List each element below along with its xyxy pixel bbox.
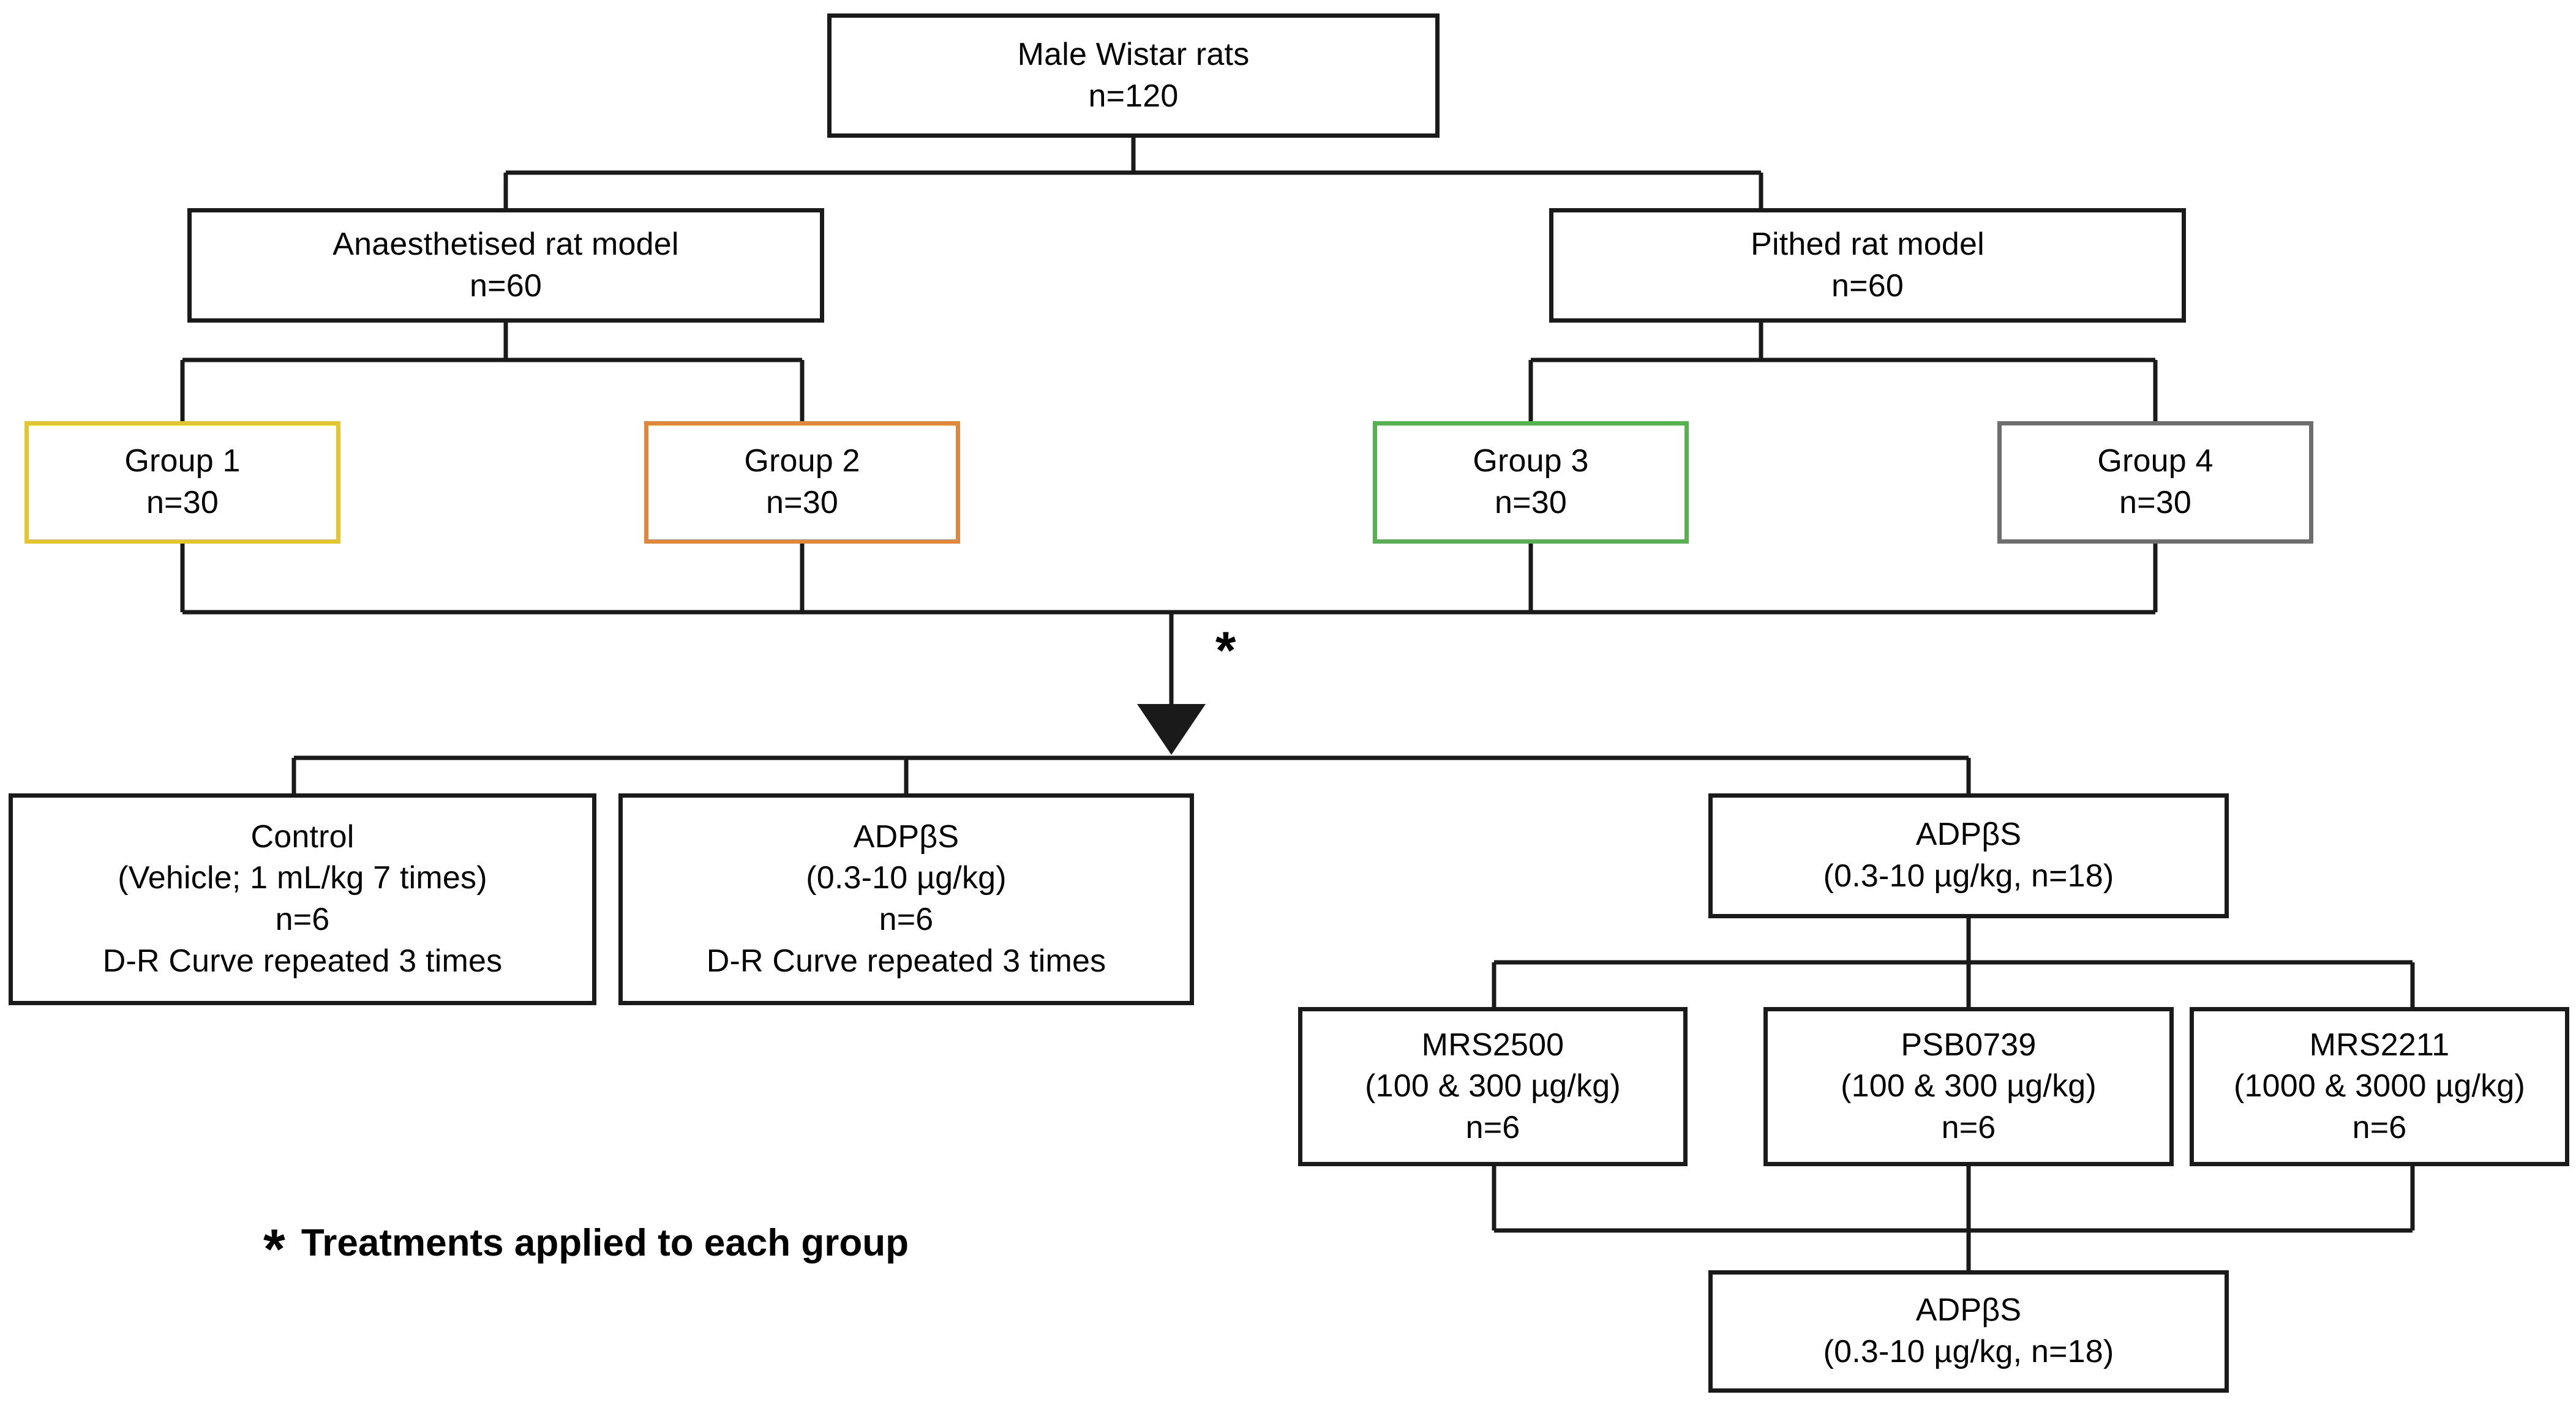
node-line: n=6 xyxy=(1465,1109,1520,1145)
node-line: ADPβS xyxy=(1915,1292,2022,1328)
node-line: n=60 xyxy=(470,268,542,304)
node-mrs2500[interactable]: MRS2500 (100 & 300 µg/kg) n=6 xyxy=(1298,1007,1688,1166)
node-group-1[interactable]: Group 1 n=30 xyxy=(24,421,340,544)
node-group-2[interactable]: Group 2 n=30 xyxy=(644,421,960,544)
node-control[interactable]: Control (Vehicle; 1 mL/kg 7 times) n=6 D… xyxy=(9,793,596,1005)
node-line: Group 3 xyxy=(1473,443,1589,479)
node-line: Group 4 xyxy=(2097,443,2214,479)
node-group-3[interactable]: Group 3 n=30 xyxy=(1373,421,1689,544)
node-line: n=6 xyxy=(275,902,330,937)
node-adpbs-anaesthetised[interactable]: ADPβS (0.3-10 µg/kg) n=6 D-R Curve repea… xyxy=(618,793,1194,1005)
node-line: n=6 xyxy=(879,902,934,937)
node-line: (100 & 300 µg/kg) xyxy=(1365,1068,1621,1104)
node-line: Group 2 xyxy=(744,443,860,479)
node-group-4[interactable]: Group 4 n=30 xyxy=(1997,421,2313,544)
node-line: n=30 xyxy=(766,485,838,520)
node-line: (Vehicle; 1 mL/kg 7 times) xyxy=(118,860,487,896)
node-line: Pithed rat model xyxy=(1751,226,1985,262)
node-line: n=30 xyxy=(146,485,219,520)
node-adpbs-pithed[interactable]: ADPβS (0.3-10 µg/kg, n=18) xyxy=(1708,793,2229,918)
node-male-wistar-rats[interactable]: Male Wistar rats n=120 xyxy=(827,13,1440,138)
node-psb0739[interactable]: PSB0739 (100 & 300 µg/kg) n=6 xyxy=(1763,1007,2174,1166)
node-line: (100 & 300 µg/kg) xyxy=(1841,1068,2097,1104)
node-line: n=6 xyxy=(1941,1109,1996,1145)
node-line: Group 1 xyxy=(124,443,241,479)
node-line: MRS2211 xyxy=(2309,1027,2450,1063)
node-line: n=6 xyxy=(2352,1109,2407,1145)
node-mrs2211[interactable]: MRS2211 (1000 & 3000 µg/kg) n=6 xyxy=(2190,1007,2569,1166)
node-line: (0.3-10 µg/kg) xyxy=(806,860,1007,896)
node-line: ADPβS xyxy=(853,818,959,855)
arrow-asterisk-marker: * xyxy=(1215,621,1236,680)
node-line: (0.3-10 µg/kg, n=18) xyxy=(1823,858,2114,894)
legend-treatments-note: * Treatments applied to each group xyxy=(263,1215,909,1278)
node-line: n=30 xyxy=(2119,485,2191,520)
legend-asterisk-icon: * xyxy=(263,1218,285,1281)
node-line: Anaesthetised rat model xyxy=(332,226,679,262)
node-adpbs-bottom[interactable]: ADPβS (0.3-10 µg/kg, n=18) xyxy=(1708,1270,2229,1393)
arrow-head-icon xyxy=(1137,704,1206,755)
node-anaesthetised-rat-model[interactable]: Anaesthetised rat model n=60 xyxy=(187,208,824,323)
node-line: Male Wistar rats xyxy=(1017,36,1250,72)
node-line: PSB0739 xyxy=(1901,1027,2037,1063)
legend-label: Treatments applied to each group xyxy=(301,1222,909,1264)
node-pithed-rat-model[interactable]: Pithed rat model n=60 xyxy=(1549,208,2186,323)
node-line: (1000 & 3000 µg/kg) xyxy=(2233,1068,2526,1104)
node-line: (0.3-10 µg/kg, n=18) xyxy=(1823,1334,2114,1369)
node-line: MRS2500 xyxy=(1421,1027,1564,1063)
node-line: n=30 xyxy=(1495,485,1567,520)
node-line: ADPβS xyxy=(1915,817,2022,853)
node-line: Control xyxy=(250,818,355,855)
node-line: n=60 xyxy=(1831,268,1904,304)
node-line: n=120 xyxy=(1088,78,1179,114)
node-line: D-R Curve repeated 3 times xyxy=(706,943,1106,979)
node-line: D-R Curve repeated 3 times xyxy=(102,943,503,979)
